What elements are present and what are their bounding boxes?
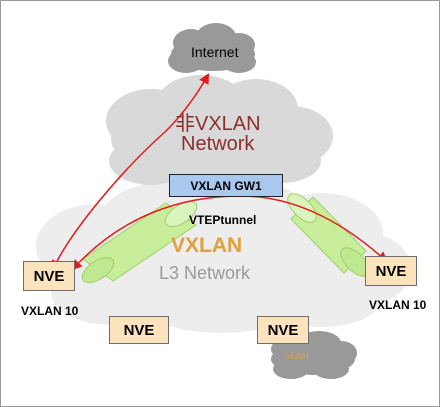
vxlan-gateway-box: VXLAN GW1 (169, 174, 283, 197)
non-vxlan-label-line2: Network (181, 133, 255, 155)
vxlan-10-left-label: VXLAN 10 (21, 304, 79, 318)
vxlan-10-right-label: VXLAN 10 (369, 298, 427, 312)
path-nve-to-internet (51, 73, 210, 271)
internet-label: Internet (191, 44, 239, 60)
vlan-label: VLAN (285, 351, 309, 361)
nve-bottom-left: NVE (109, 316, 169, 344)
nve-right: NVE (365, 256, 417, 286)
vxlan-label: VXLAN (171, 234, 243, 257)
non-vxlan-label-line1: 非VXLAN (175, 113, 261, 135)
l3-network-label: L3 Network (159, 263, 251, 283)
nve-left: NVE (23, 261, 75, 291)
nve-bottom-right: NVE (257, 316, 309, 344)
internet-cloud (168, 23, 256, 73)
vtep-tunnel-label: VTEPtunnel (189, 213, 257, 227)
